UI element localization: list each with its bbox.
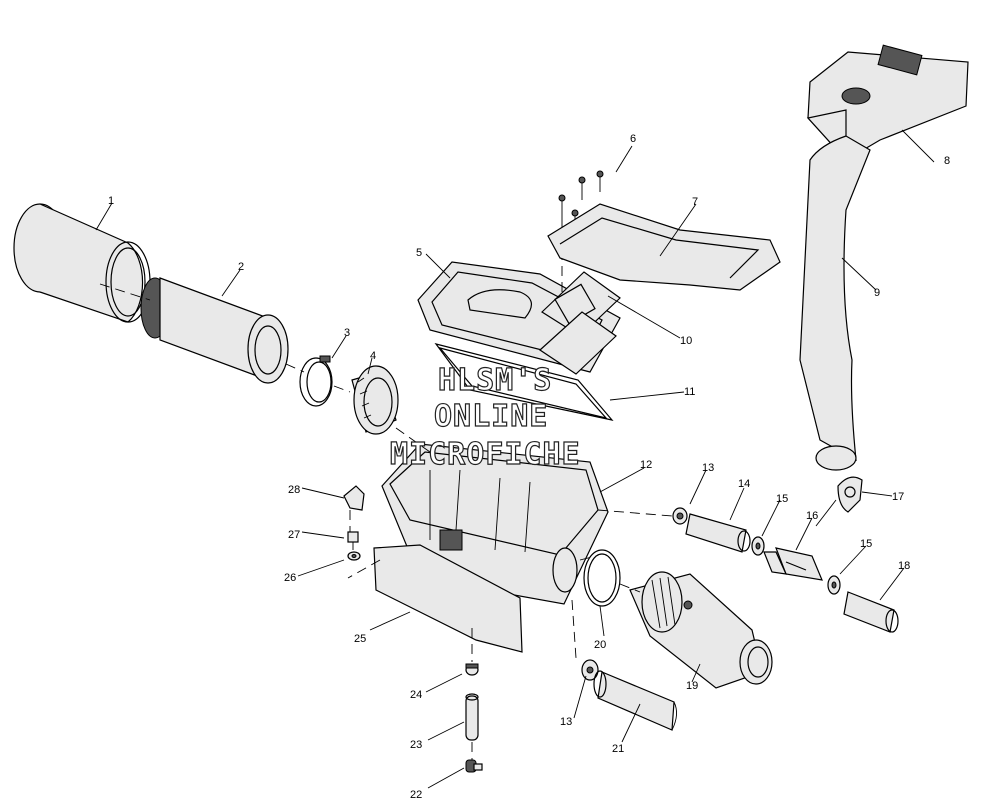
callout-20: 20 [594,639,606,651]
callout-13-upper: 13 [702,462,714,474]
callout-22: 22 [410,789,422,801]
callout-17: 17 [892,491,904,503]
callout-14: 14 [738,478,750,490]
callout-16: 16 [806,510,818,522]
watermark-line-1: HLSM'S [438,363,552,398]
callout-11: 11 [684,386,695,398]
callout-26: 26 [284,572,296,584]
part-3-clamp [299,355,333,407]
callout-18: 18 [898,560,910,572]
callout-2: 2 [238,261,244,273]
callout-13-lower: 13 [560,716,572,728]
part-1-prefilter-sleeve [13,203,151,323]
part-15-clamp-lower [827,575,841,595]
part-24-cap [465,663,479,676]
callout-19: 19 [686,680,698,692]
part-7-intake-cover [547,203,781,291]
callout-9: 9 [874,287,880,299]
watermark: HLSM'S ONLINE MICROFICHE [389,362,581,472]
assembly-dashed-lines [99,283,673,760]
watermark-line-3: MICROFICHE [390,437,581,472]
part-23-drain-tube [465,693,479,741]
callout-5: 5 [416,247,422,259]
part-19-outlet-boot [629,571,773,689]
part-21-drain-hose [593,670,677,731]
part-28-clip [343,485,365,511]
callout-labels: 1 2 3 4 5 6 7 8 9 10 11 12 13 13 14 15 1… [108,133,950,801]
callout-12: 12 [640,459,652,471]
callout-4: 4 [370,350,376,362]
part-20-o-ring [583,549,621,607]
callout-8: 8 [944,155,950,167]
callout-15-lower: 15 [860,538,872,550]
callout-27: 27 [288,529,300,541]
part-17-hose-clamp [837,476,863,513]
callout-3: 3 [344,327,350,339]
part-25-shield [373,544,523,653]
part-27-bolt [347,531,359,550]
part-13-grommet-upper [672,507,688,525]
part-11-seal [434,343,614,421]
part-15-clamp-upper [751,536,765,556]
callout-23: 23 [410,739,422,751]
callout-1: 1 [108,195,114,207]
callout-25: 25 [354,633,366,645]
callout-leader-lines [95,129,935,789]
part-26-washer [347,551,361,561]
part-14-breather-tube [685,513,751,553]
part-13-grommet-lower [581,659,599,681]
part-10-gasket-plate [539,271,621,375]
part-2-air-filter [140,277,289,384]
part-16-check-valve [763,547,823,581]
part-18-hose [843,591,899,633]
callout-21: 21 [612,743,624,755]
callout-6: 6 [630,133,636,145]
callout-15-upper: 15 [776,493,788,505]
part-4-coupler [351,365,399,435]
callout-7: 7 [692,196,698,208]
part-9-snorkel [799,135,871,471]
callout-24: 24 [410,689,422,701]
watermark-line-2: ONLINE [434,399,548,434]
part-22-clamp [465,759,483,773]
callout-10: 10 [680,335,692,347]
callout-28: 28 [288,484,300,496]
